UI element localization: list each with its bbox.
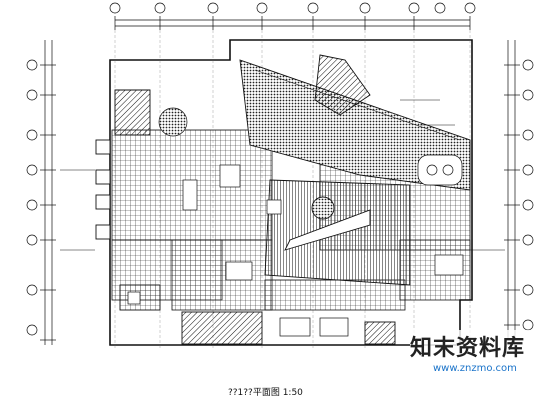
building-outline: [109, 39, 473, 346]
central-hall: [264, 179, 411, 286]
angled-dining-wing: [239, 59, 471, 191]
top-grid-bubbles: [109, 2, 476, 14]
watermark-brand: 知末资料库: [410, 330, 555, 361]
left-stair-wedge: [95, 89, 151, 240]
left-grid-bubbles: [26, 59, 38, 336]
furniture-sets: [127, 107, 464, 337]
top-dimension-line: [114, 16, 471, 30]
annotation-leaders: [60, 59, 505, 251]
watermark-url: www.znzmo.com: [433, 363, 517, 374]
drawing-caption: ??1??平面图 1:50: [228, 388, 303, 398]
hatched-roof-block: [314, 54, 371, 116]
tiled-floor-zones: [111, 129, 471, 311]
right-grid-bubbles: [522, 59, 534, 331]
side-dimension-lines: [40, 40, 520, 345]
